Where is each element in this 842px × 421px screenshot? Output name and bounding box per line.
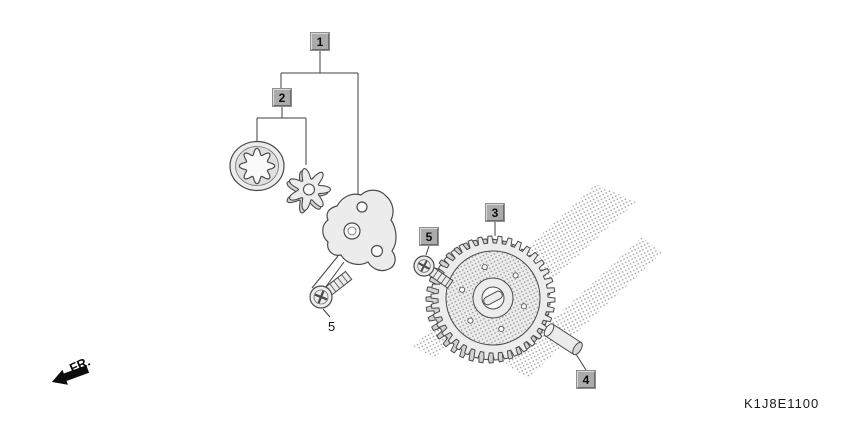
- inner-rotor: [286, 167, 332, 214]
- outer-rotor-bore: [238, 147, 276, 185]
- pump-driven-gear: [425, 235, 556, 364]
- pan-screw-top: [413, 255, 454, 289]
- callout-3[interactable]: 3: [485, 203, 505, 222]
- callout-4[interactable]: 4: [576, 370, 596, 389]
- part-code: K1J8E1100: [744, 396, 820, 411]
- pan-screw-bottom: [309, 270, 353, 309]
- callout-1[interactable]: 1: [310, 32, 330, 51]
- callout-2[interactable]: 2: [272, 88, 292, 107]
- pump-cover-plate: [322, 189, 397, 272]
- callout-5-bottom: 5: [328, 319, 336, 334]
- fr-direction-marker: FR.: [52, 354, 92, 385]
- dowel-pin: [543, 323, 583, 356]
- outer-rotor: [229, 140, 285, 192]
- fr-arrow-icon: [52, 365, 90, 385]
- callout-5-top[interactable]: 5: [419, 227, 439, 246]
